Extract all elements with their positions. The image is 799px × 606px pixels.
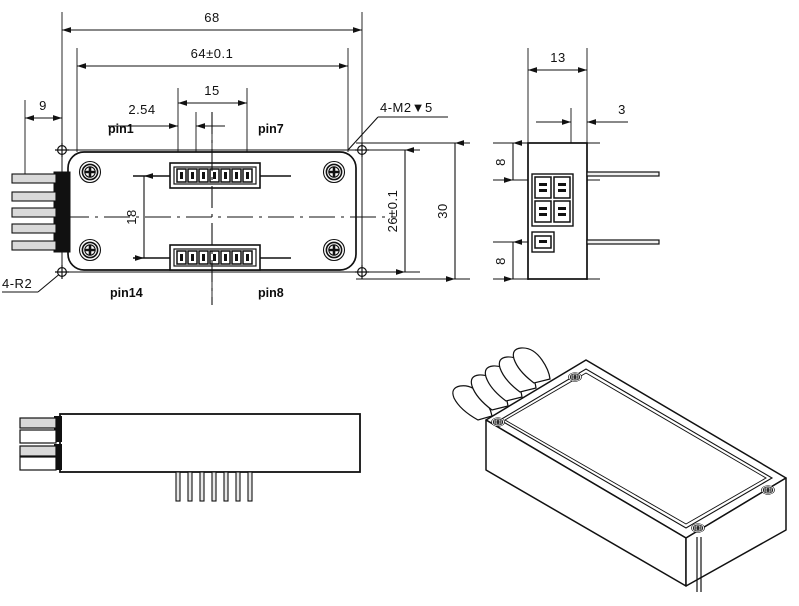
dim-mount-hole-span-label: 64±0.1 <box>191 46 234 61</box>
side-view: 13 3 <box>493 48 660 282</box>
front-pins <box>175 471 253 502</box>
dim-row-spacing: 18 <box>124 173 153 261</box>
dim-mount-hole-height-label: 26±0.1 <box>385 190 400 233</box>
leader-thread-callout-label: 4-M2▼5 <box>380 100 433 115</box>
pin-label-pin14: pin14 <box>110 286 143 300</box>
dim-connector-span-label: 15 <box>204 83 219 98</box>
dim-pin-offset: 3 <box>536 102 628 125</box>
dim-pin-pitch-label: 2.54 <box>128 102 155 117</box>
plan-left-connector <box>11 171 71 253</box>
plan-view: 68 64±0.1 15 2.54 9 pin1 pin7 pin14 pin8 <box>2 10 470 305</box>
dim-connector-span: 15 <box>178 83 247 106</box>
iso-top-recess <box>498 368 774 529</box>
side-pin-leads <box>586 171 660 245</box>
dim-left-offset-label: 9 <box>39 98 47 113</box>
dim-top-pin-height-label: 8 <box>493 158 508 166</box>
dim-overall-width: 30 <box>435 140 464 282</box>
dim-pin-pitch: 2.54 <box>108 102 225 129</box>
iso-body <box>485 359 787 587</box>
dim-mount-hole-span: 64±0.1 <box>77 46 348 69</box>
pin-label-pin1: pin1 <box>108 122 134 136</box>
dim-body-depth-label: 13 <box>550 50 565 65</box>
dim-mount-hole-height: 26±0.1 <box>385 147 414 275</box>
plan-connector-top <box>133 162 291 189</box>
side-connector-blocks <box>531 173 574 253</box>
leader-corner-radius-label: 4-R2 <box>2 276 32 291</box>
plan-connector-bottom <box>133 244 291 271</box>
dim-bottom-pin-height: 8 <box>493 239 522 282</box>
dim-pin-offset-label: 3 <box>618 102 626 117</box>
dim-top-pin-height: 8 <box>493 140 522 183</box>
iso-top-recess-inner <box>504 372 767 525</box>
pin-label-pin8: pin8 <box>258 286 284 300</box>
dim-bottom-pin-height-label: 8 <box>493 257 508 265</box>
dim-overall-width-label: 30 <box>435 203 450 218</box>
leader-corner-radius-callout: 4-R2 <box>2 271 63 293</box>
pin-label-pin7: pin7 <box>258 122 284 136</box>
iso-wires <box>452 347 551 421</box>
front-body-outline <box>59 413 361 473</box>
front-left-connector <box>19 416 62 471</box>
dim-overall-length-label: 68 <box>204 10 219 25</box>
iso-view <box>452 347 787 592</box>
dim-overall-length: 68 <box>62 10 362 33</box>
dim-row-spacing-label: 18 <box>124 209 139 224</box>
front-view <box>19 413 361 502</box>
dim-body-depth: 13 <box>528 50 587 73</box>
dim-left-offset: 9 <box>25 98 62 121</box>
leader-thread-callout: 4-M2▼5 <box>347 100 448 151</box>
